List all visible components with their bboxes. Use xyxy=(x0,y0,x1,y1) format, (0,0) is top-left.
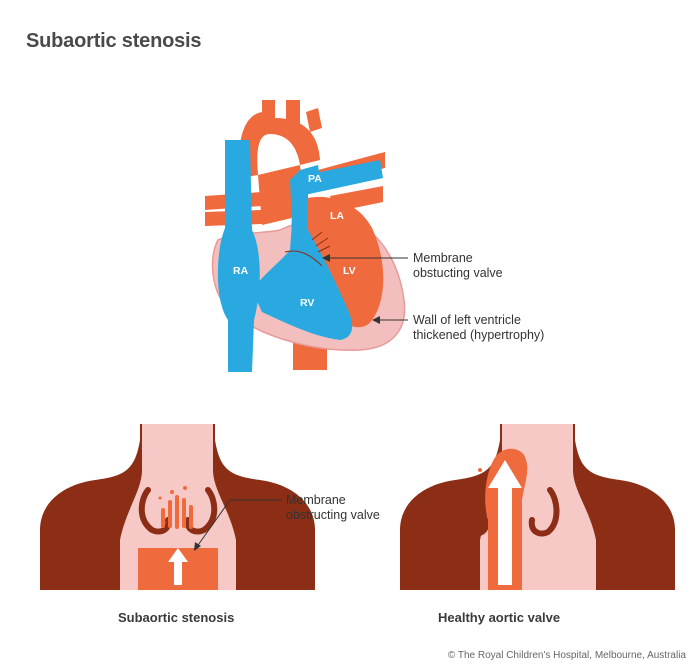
stenosis-membrane-label-line1: Membrane xyxy=(286,493,346,507)
label-la: LA xyxy=(330,210,344,222)
label-pa: PA xyxy=(308,173,322,185)
membrane-label-line2: obstucting valve xyxy=(413,266,503,280)
healthy-leaflet-left xyxy=(458,487,490,537)
pulmonary-artery-right-branch xyxy=(300,160,383,196)
copyright-credit: © The Royal Children's Hospital, Melbour… xyxy=(447,650,686,661)
stenosis-membrane-jets xyxy=(158,486,193,529)
wall-label: Wall of left ventricle thickened (hypert… xyxy=(413,313,544,343)
membrane-detail xyxy=(311,231,331,253)
label-ra: RA xyxy=(233,265,249,277)
healthy-panel-graphic xyxy=(400,424,675,590)
right-atrium-vena-cava xyxy=(217,140,260,372)
label-ao: Ao xyxy=(266,149,280,161)
page-title: Subaortic stenosis xyxy=(26,30,202,52)
membrane-pointer-arrowhead xyxy=(322,254,330,262)
label-rv: RV xyxy=(300,297,314,309)
wall-label-line2: thickened (hypertrophy) xyxy=(413,328,545,342)
healthy-caption: Healthy aortic valve xyxy=(438,610,561,625)
healthy-flow-droplet-small xyxy=(478,468,482,472)
stenosis-caption: Subaortic stenosis xyxy=(118,610,235,625)
stenosis-membrane-label-line2: obstructing valve xyxy=(286,508,380,522)
septum-line xyxy=(284,250,323,267)
stenosis-pointer-arrowhead xyxy=(194,542,201,551)
stenosis-membrane-label: Membrane obstructing valve xyxy=(286,493,380,523)
membrane-label-line1: Membrane xyxy=(413,251,473,265)
stenosis-leaflet-left xyxy=(138,487,172,535)
left-heart-chambers xyxy=(291,196,384,328)
stenosis-flow-arrow xyxy=(168,548,188,585)
healthy-leaflet-right xyxy=(528,487,560,537)
label-lv: LV xyxy=(343,265,356,277)
healthy-flow-arrow xyxy=(488,460,522,585)
aortic-branch-top-mid xyxy=(286,100,300,125)
healthy-flow-droplet xyxy=(509,449,515,455)
aortic-arch xyxy=(238,100,320,178)
aortic-branch-top-right xyxy=(306,108,322,132)
wall-label-line1: Wall of left ventricle xyxy=(413,313,521,327)
stenosis-panel-graphic xyxy=(40,424,315,590)
membrane-label: Membrane obstucting valve xyxy=(413,251,503,281)
stenosis-pointer-line xyxy=(195,499,282,549)
wall-pointer-arrowhead xyxy=(372,316,380,324)
